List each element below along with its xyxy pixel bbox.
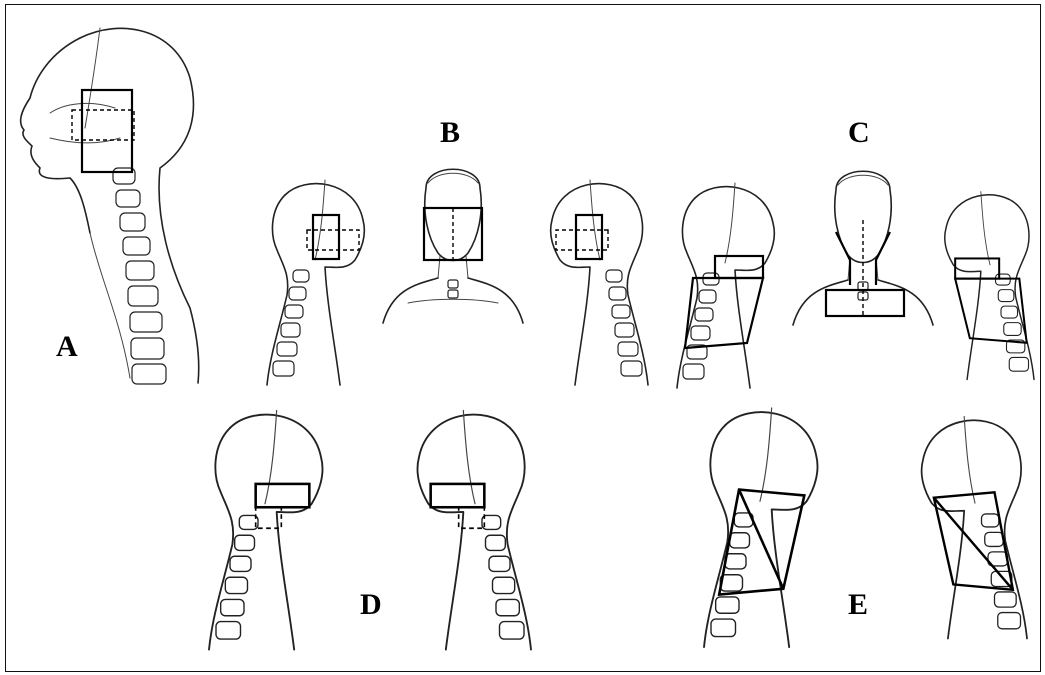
label-b: B [440,118,460,148]
panel-d-lateral-left [405,400,545,660]
label-a: A [56,332,78,362]
panel-d-lateral-right [195,400,335,660]
panel-a-figure [10,18,210,388]
panel-c-lateral-left [935,178,1045,393]
panel-e-lateral-left [910,395,1040,660]
panel-b-lateral-right [255,175,375,390]
panel-c-lateral-right [665,178,785,393]
label-d: D [360,590,382,620]
panel-b-lateral-left [540,175,660,390]
panel-a-vertebrae [113,168,166,384]
panel-e-lateral-right [690,395,830,660]
label-e: E [848,590,868,620]
panel-c-frontal [788,160,938,330]
label-c: C [848,118,870,148]
panel-b-frontal [378,158,528,328]
